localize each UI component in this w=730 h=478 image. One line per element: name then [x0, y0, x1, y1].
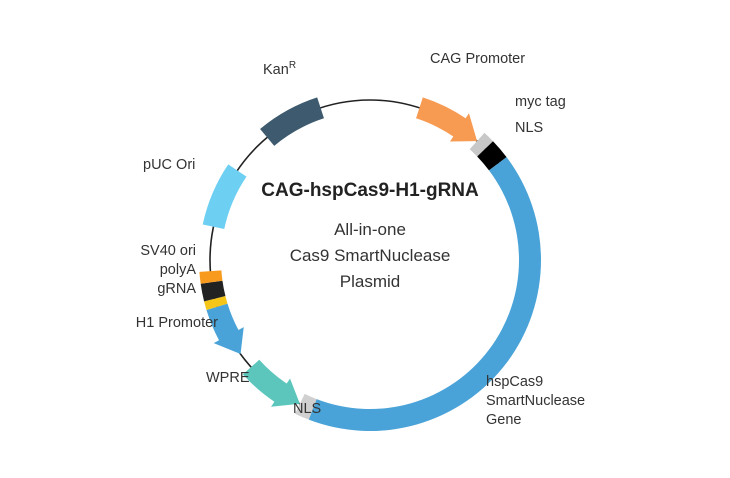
plasmid-title: CAG-hspCas9-H1-gRNA	[261, 180, 479, 201]
nls-bottom-segment	[295, 393, 317, 420]
myc-tag-label: myc tag	[515, 94, 566, 110]
puc-ori-label: pUC Ori	[143, 157, 195, 173]
nls-top-label: NLS	[515, 120, 543, 136]
cag-promoter-arrow	[416, 97, 478, 142]
plasmid-subtitle-line-1: All-in-one	[334, 220, 406, 239]
sv40-ori-label: SV40 ori	[140, 243, 196, 259]
wpre-arrow	[242, 359, 300, 407]
cag-promoter-label: CAG Promoter	[430, 51, 525, 67]
sv40-ori-segment	[199, 270, 223, 284]
hspcas9-gene-segment	[308, 157, 541, 431]
kan-label: KanR	[263, 60, 296, 78]
nls-bottom-label: NLS	[293, 401, 321, 417]
wpre-label: WPRE	[206, 370, 250, 386]
cas9-label-line-1: hspCas9	[486, 374, 543, 390]
kan-resistance-segment	[260, 97, 324, 146]
polya-label: polyA	[160, 262, 197, 278]
grna-segment	[204, 296, 228, 310]
plasmid-subtitle-line-2: Cas9 SmartNuclease	[290, 246, 451, 265]
plasmid-subtitle-line-3: Plasmid	[340, 272, 400, 291]
h1-promoter-arrow	[206, 303, 244, 355]
polya-segment	[200, 280, 226, 302]
grna-label: gRNA	[157, 281, 196, 297]
h1-promoter-label: H1 Promoter	[136, 315, 218, 331]
cas9-label-line-3: Gene	[486, 412, 521, 428]
puc-ori-segment	[202, 164, 247, 230]
nls-top-segment	[477, 141, 507, 171]
cas9-label-line-2: SmartNuclease	[486, 393, 585, 409]
myc-tag-segment	[469, 132, 494, 157]
